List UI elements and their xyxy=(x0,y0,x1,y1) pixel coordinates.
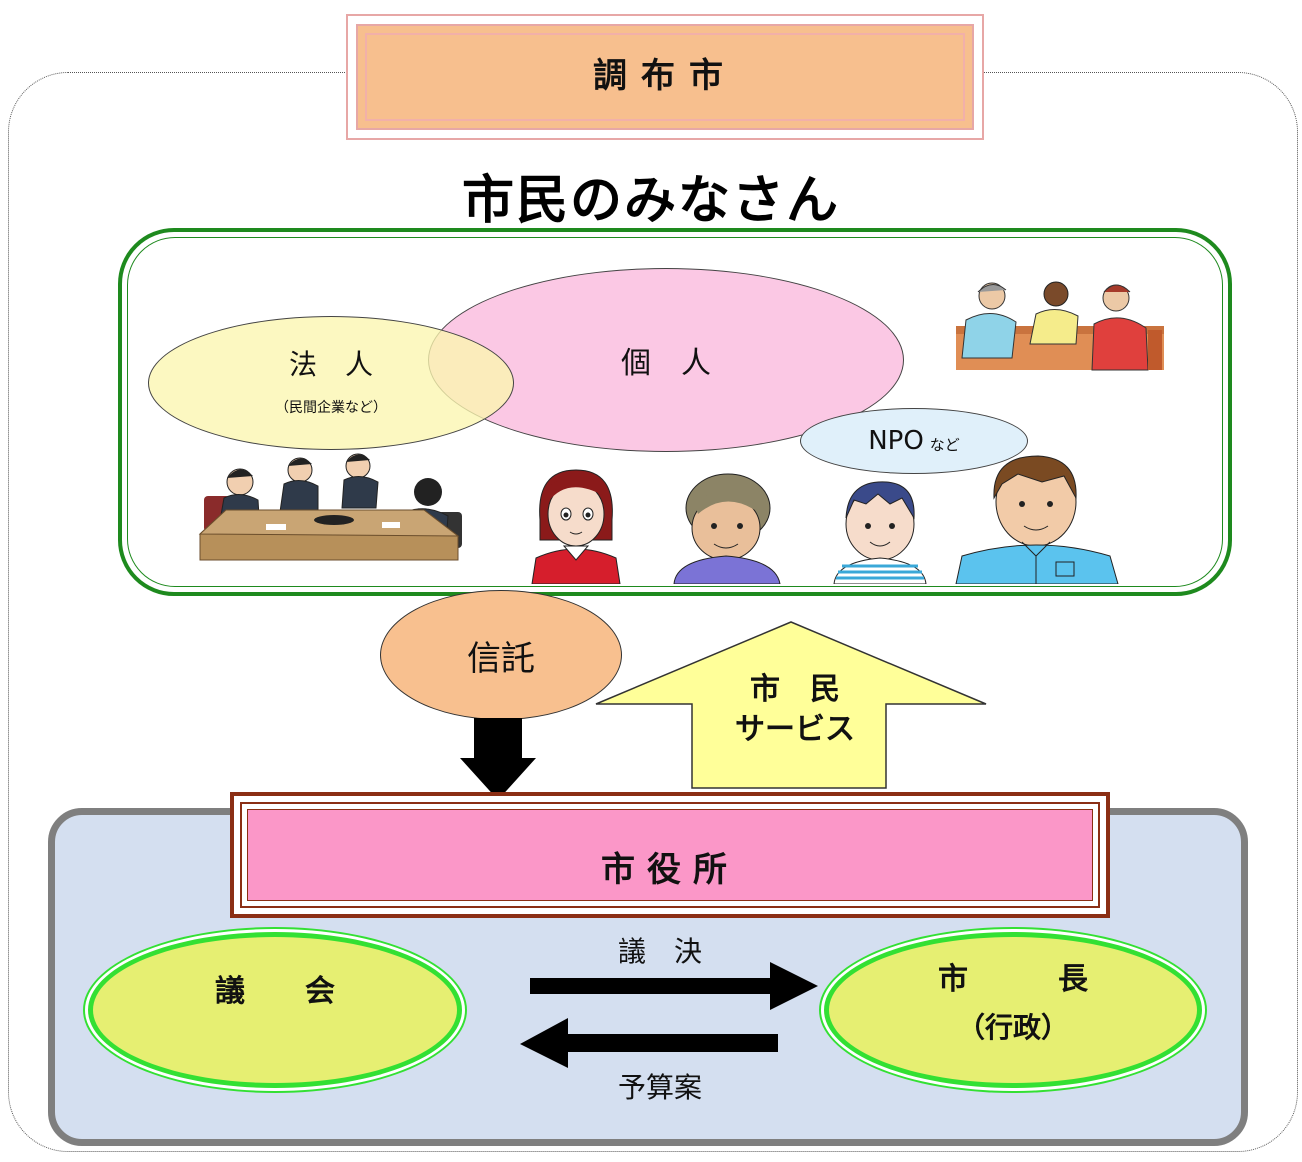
elderly-woman-illustration xyxy=(673,473,781,584)
npo-ellipse: NPO など xyxy=(800,408,1028,474)
city-title: 調布市 xyxy=(593,56,737,96)
corporation-ellipse: 法 人 （民間企業など） xyxy=(148,316,514,450)
mayor-sublabel: （行政） xyxy=(956,1011,1069,1044)
boy-illustration xyxy=(833,481,927,584)
assembly-label: 議 会 xyxy=(215,974,335,1009)
mayor-label: 市 長 xyxy=(938,962,1088,997)
woman-illustration xyxy=(531,469,621,584)
citizen-service-line1: 市 民 xyxy=(750,672,840,707)
meeting-illustration xyxy=(956,281,1164,371)
assembly-oval: 議 会 xyxy=(88,932,462,1088)
trust-ellipse: 信託 xyxy=(380,590,622,720)
citizen-service-arrow xyxy=(595,621,987,789)
trust-label: 信託 xyxy=(467,638,535,679)
individual-label: 個 人 xyxy=(621,346,711,381)
right-arrow-icon xyxy=(530,962,818,1010)
npo-label: NPO xyxy=(868,426,924,456)
budget-label: 予算案 xyxy=(617,1071,702,1104)
down-arrow-icon xyxy=(460,718,536,800)
corporation-label: 法 人 xyxy=(288,348,373,381)
mayor-oval: 市 長 （行政） xyxy=(824,932,1202,1088)
cityhall-label: 市役所 xyxy=(601,850,739,890)
title-box: 調布市 xyxy=(346,14,984,140)
man-illustration xyxy=(955,455,1119,584)
business-meeting-illustration xyxy=(198,453,462,561)
citizen-service-label: 市 民 サービス xyxy=(700,670,890,750)
left-arrow-icon xyxy=(520,1018,778,1068)
citizens-heading: 市民のみなさん xyxy=(461,171,840,231)
cityhall-box: 市役所 xyxy=(230,792,1110,918)
citizen-service-line2: サービス xyxy=(735,712,855,747)
npo-suffix: など xyxy=(929,435,960,454)
resolution-label: 議 決 xyxy=(617,935,702,968)
corporation-sublabel: （民間企業など） xyxy=(275,400,387,416)
